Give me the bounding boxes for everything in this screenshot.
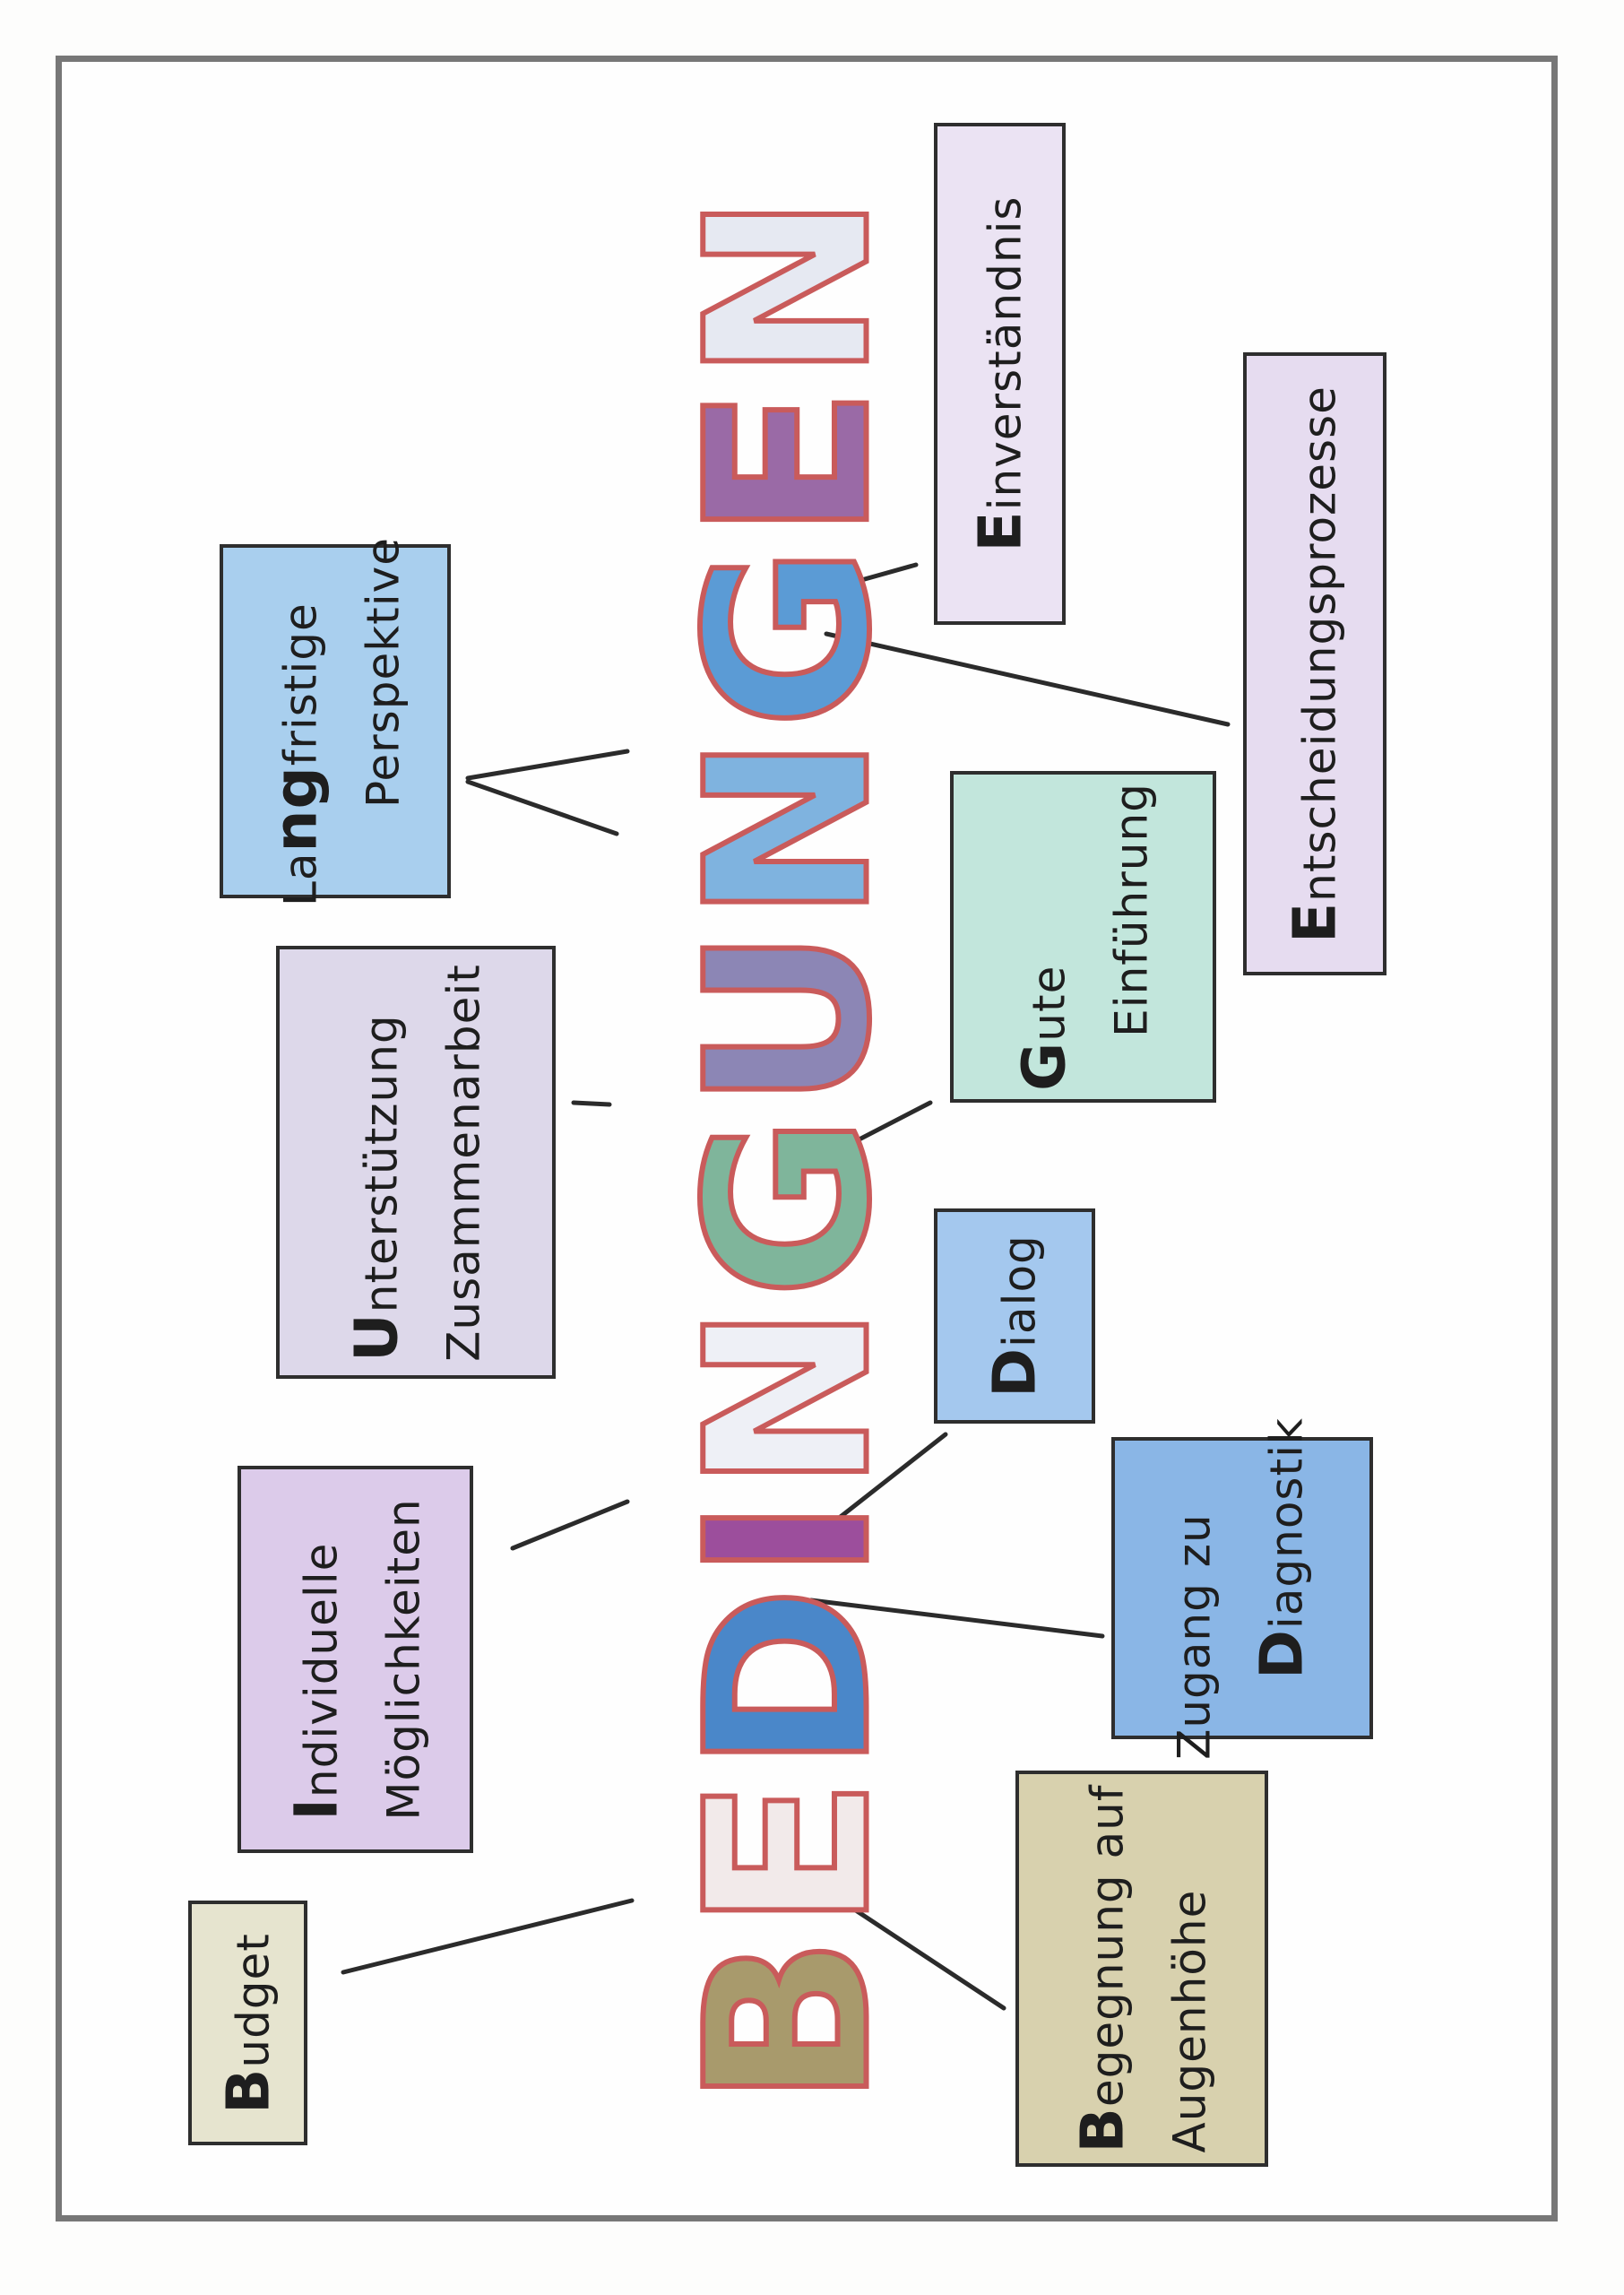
node-entscheidung: Entscheidungsprozesse <box>1243 352 1386 975</box>
connector-einverstaendnis <box>824 562 919 593</box>
node-begegnung-line2: Augenhöhe <box>1163 1889 1216 2153</box>
node-gute: Gute Einführung <box>950 771 1216 1103</box>
title-letter: I <box>656 1489 922 1583</box>
node-entscheidung-label: Entscheidungsprozesse <box>1280 385 1350 943</box>
node-einverstaendnis-label: Einverständnis <box>965 195 1034 552</box>
node-dialog: Dialog <box>934 1208 1095 1424</box>
node-langfristige-line2: Perspektive <box>357 536 410 808</box>
title-letter: D <box>656 1578 922 1775</box>
node-gute-line2: Einführung <box>1105 783 1157 1037</box>
node-unterstuetzung: Unterstützung Zusammenarbeit <box>276 946 556 1379</box>
node-dialog-label: Dialog <box>980 1234 1050 1398</box>
connector-individuelle <box>510 1499 630 1551</box>
node-zugang-line2: Diagnostik <box>1247 1416 1317 1679</box>
connector-entscheidung <box>824 631 1231 727</box>
node-gute-line1: Gute <box>1009 965 1078 1091</box>
node-individuelle: Individuelle Möglichkeiten <box>238 1466 473 1853</box>
node-individuelle-line1: Individuelle <box>281 1542 350 1821</box>
connector-begegnung <box>811 1880 1006 2011</box>
title-letter: U <box>656 920 922 1113</box>
node-unterstuetzung-line2: Zusammenarbeit <box>437 963 490 1362</box>
title-letter: B <box>656 1927 922 2109</box>
connector-dialog <box>806 1432 948 1545</box>
node-individuelle-line2: Möglichkeiten <box>377 1498 429 1821</box>
title-letter: N <box>656 1296 922 1494</box>
title-letter: G <box>656 537 922 732</box>
node-budget: Budget <box>188 1901 307 2145</box>
node-langfristige: Langfristige Perspektive <box>220 536 451 906</box>
node-zugang-line1: Zugang zu <box>1168 1512 1221 1760</box>
central-title: BEDINGUNGEN <box>656 186 922 2109</box>
connector-langfristige-a <box>465 749 630 781</box>
node-langfristige-line1: Langfristige <box>261 602 331 906</box>
title-letter: E <box>656 378 922 542</box>
node-einverstaendnis: Einverständnis <box>934 123 1066 625</box>
title-letter: E <box>656 1770 922 1934</box>
title-letter: G <box>656 1107 922 1302</box>
connector-zugang <box>808 1598 1105 1639</box>
title-letter: N <box>656 186 922 384</box>
title-letter: N <box>656 726 922 924</box>
connector-budget <box>341 1898 635 1975</box>
connector-unterstuetzung <box>571 1100 612 1107</box>
node-budget-label: Budget <box>213 1932 282 2114</box>
node-begegnung-line1: Begegnung auf <box>1067 1784 1137 2153</box>
node-unterstuetzung-line1: Unterstützung <box>341 1013 411 1362</box>
connector-langfristige-b <box>465 779 619 836</box>
node-zugang: Zugang zu Diagnostik <box>1111 1417 1373 1759</box>
connector-gute <box>820 1100 933 1161</box>
node-begegnung: Begegnung auf Augenhöhe <box>1015 1771 1268 2167</box>
